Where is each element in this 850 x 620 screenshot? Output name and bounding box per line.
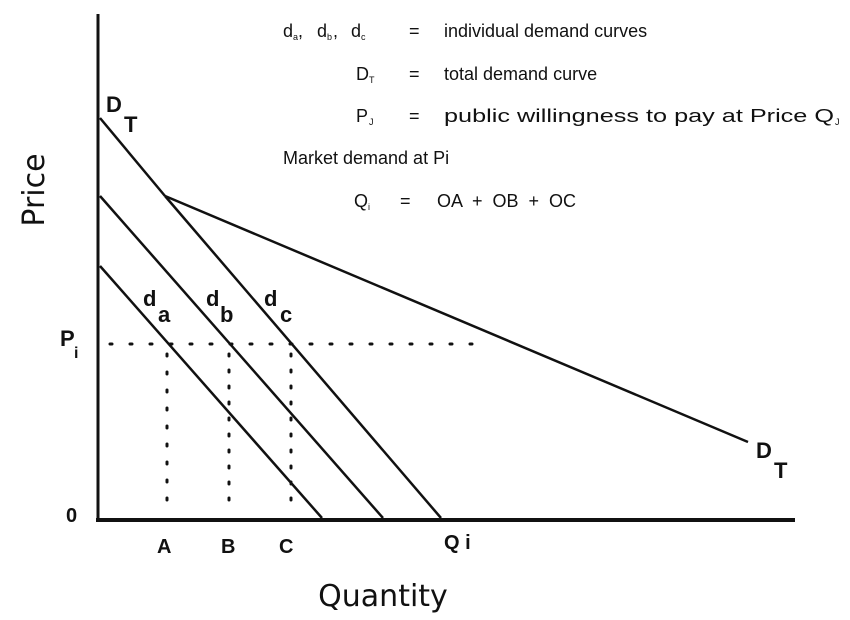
legend-row3-sub: J xyxy=(369,117,374,127)
x-tick-b: B xyxy=(221,536,235,558)
legend-row5-equals: = xyxy=(400,191,411,211)
legend-row1-sep1: , xyxy=(298,21,303,41)
legend-row2-equals: = xyxy=(409,64,420,84)
demand-dc-label-sub: c xyxy=(280,302,292,327)
total-demand-label-top: D xyxy=(106,92,122,117)
legend-row2-text: total demand curve xyxy=(444,64,597,84)
legend-row1-symbol2: d xyxy=(317,21,327,41)
legend-row5-text: OA + OB + OC xyxy=(437,191,576,211)
total-demand-label-bottom: D xyxy=(756,438,772,463)
legend-row4-text: Market demand at Pi xyxy=(283,148,449,168)
demand-curve-da xyxy=(99,265,323,519)
total-demand-label-top-sub: T xyxy=(124,112,138,137)
demand-curve-dc xyxy=(164,195,442,519)
legend: d a , d b , d c = individual demand curv… xyxy=(283,21,840,212)
legend-row1-sub-b: b xyxy=(327,32,332,42)
legend-row2-sub: T xyxy=(369,75,375,85)
legend-row3-symbol: P xyxy=(356,106,368,126)
legend-row1-equals: = xyxy=(409,21,420,41)
legend-row3-equals: = xyxy=(409,106,420,126)
demand-dc-label: d xyxy=(264,286,277,311)
legend-row5-symbol: Q xyxy=(354,191,368,211)
legend-row1-symbol3: d xyxy=(351,21,361,41)
legend-row1-text: individual demand curves xyxy=(444,21,647,41)
total-demand-steep-segment xyxy=(99,117,166,197)
legend-row1-sub-c: c xyxy=(361,32,366,42)
price-pi-subscript: i xyxy=(74,345,78,362)
demand-da-label: d xyxy=(143,286,156,311)
legend-row3-text: public willingness to pay at Price Q xyxy=(444,106,834,126)
price-pi-label: P xyxy=(60,326,75,351)
legend-row1-symbol: d xyxy=(283,21,293,41)
legend-row3-text-sub: J xyxy=(835,117,840,127)
legend-row1-sub-a: a xyxy=(293,32,298,42)
total-demand-label-bottom-sub: T xyxy=(774,458,788,483)
x-tick-qi: Q i xyxy=(444,532,471,554)
legend-row1-sep2: , xyxy=(333,21,338,41)
x-tick-c: C xyxy=(279,536,293,558)
demand-da-label-sub: a xyxy=(158,302,171,327)
demand-db-label: d xyxy=(206,286,219,311)
legend-row5-sub: i xyxy=(368,202,370,212)
y-axis-title: Price xyxy=(17,153,52,226)
origin-label: 0 xyxy=(66,505,77,527)
demand-db-label-sub: b xyxy=(220,302,233,327)
legend-row2-symbol: D xyxy=(356,64,369,84)
x-tick-a: A xyxy=(157,536,171,558)
demand-curve-db xyxy=(99,195,384,519)
x-axis-title: Quantity xyxy=(318,579,448,614)
total-demand-flat-segment xyxy=(164,194,749,444)
